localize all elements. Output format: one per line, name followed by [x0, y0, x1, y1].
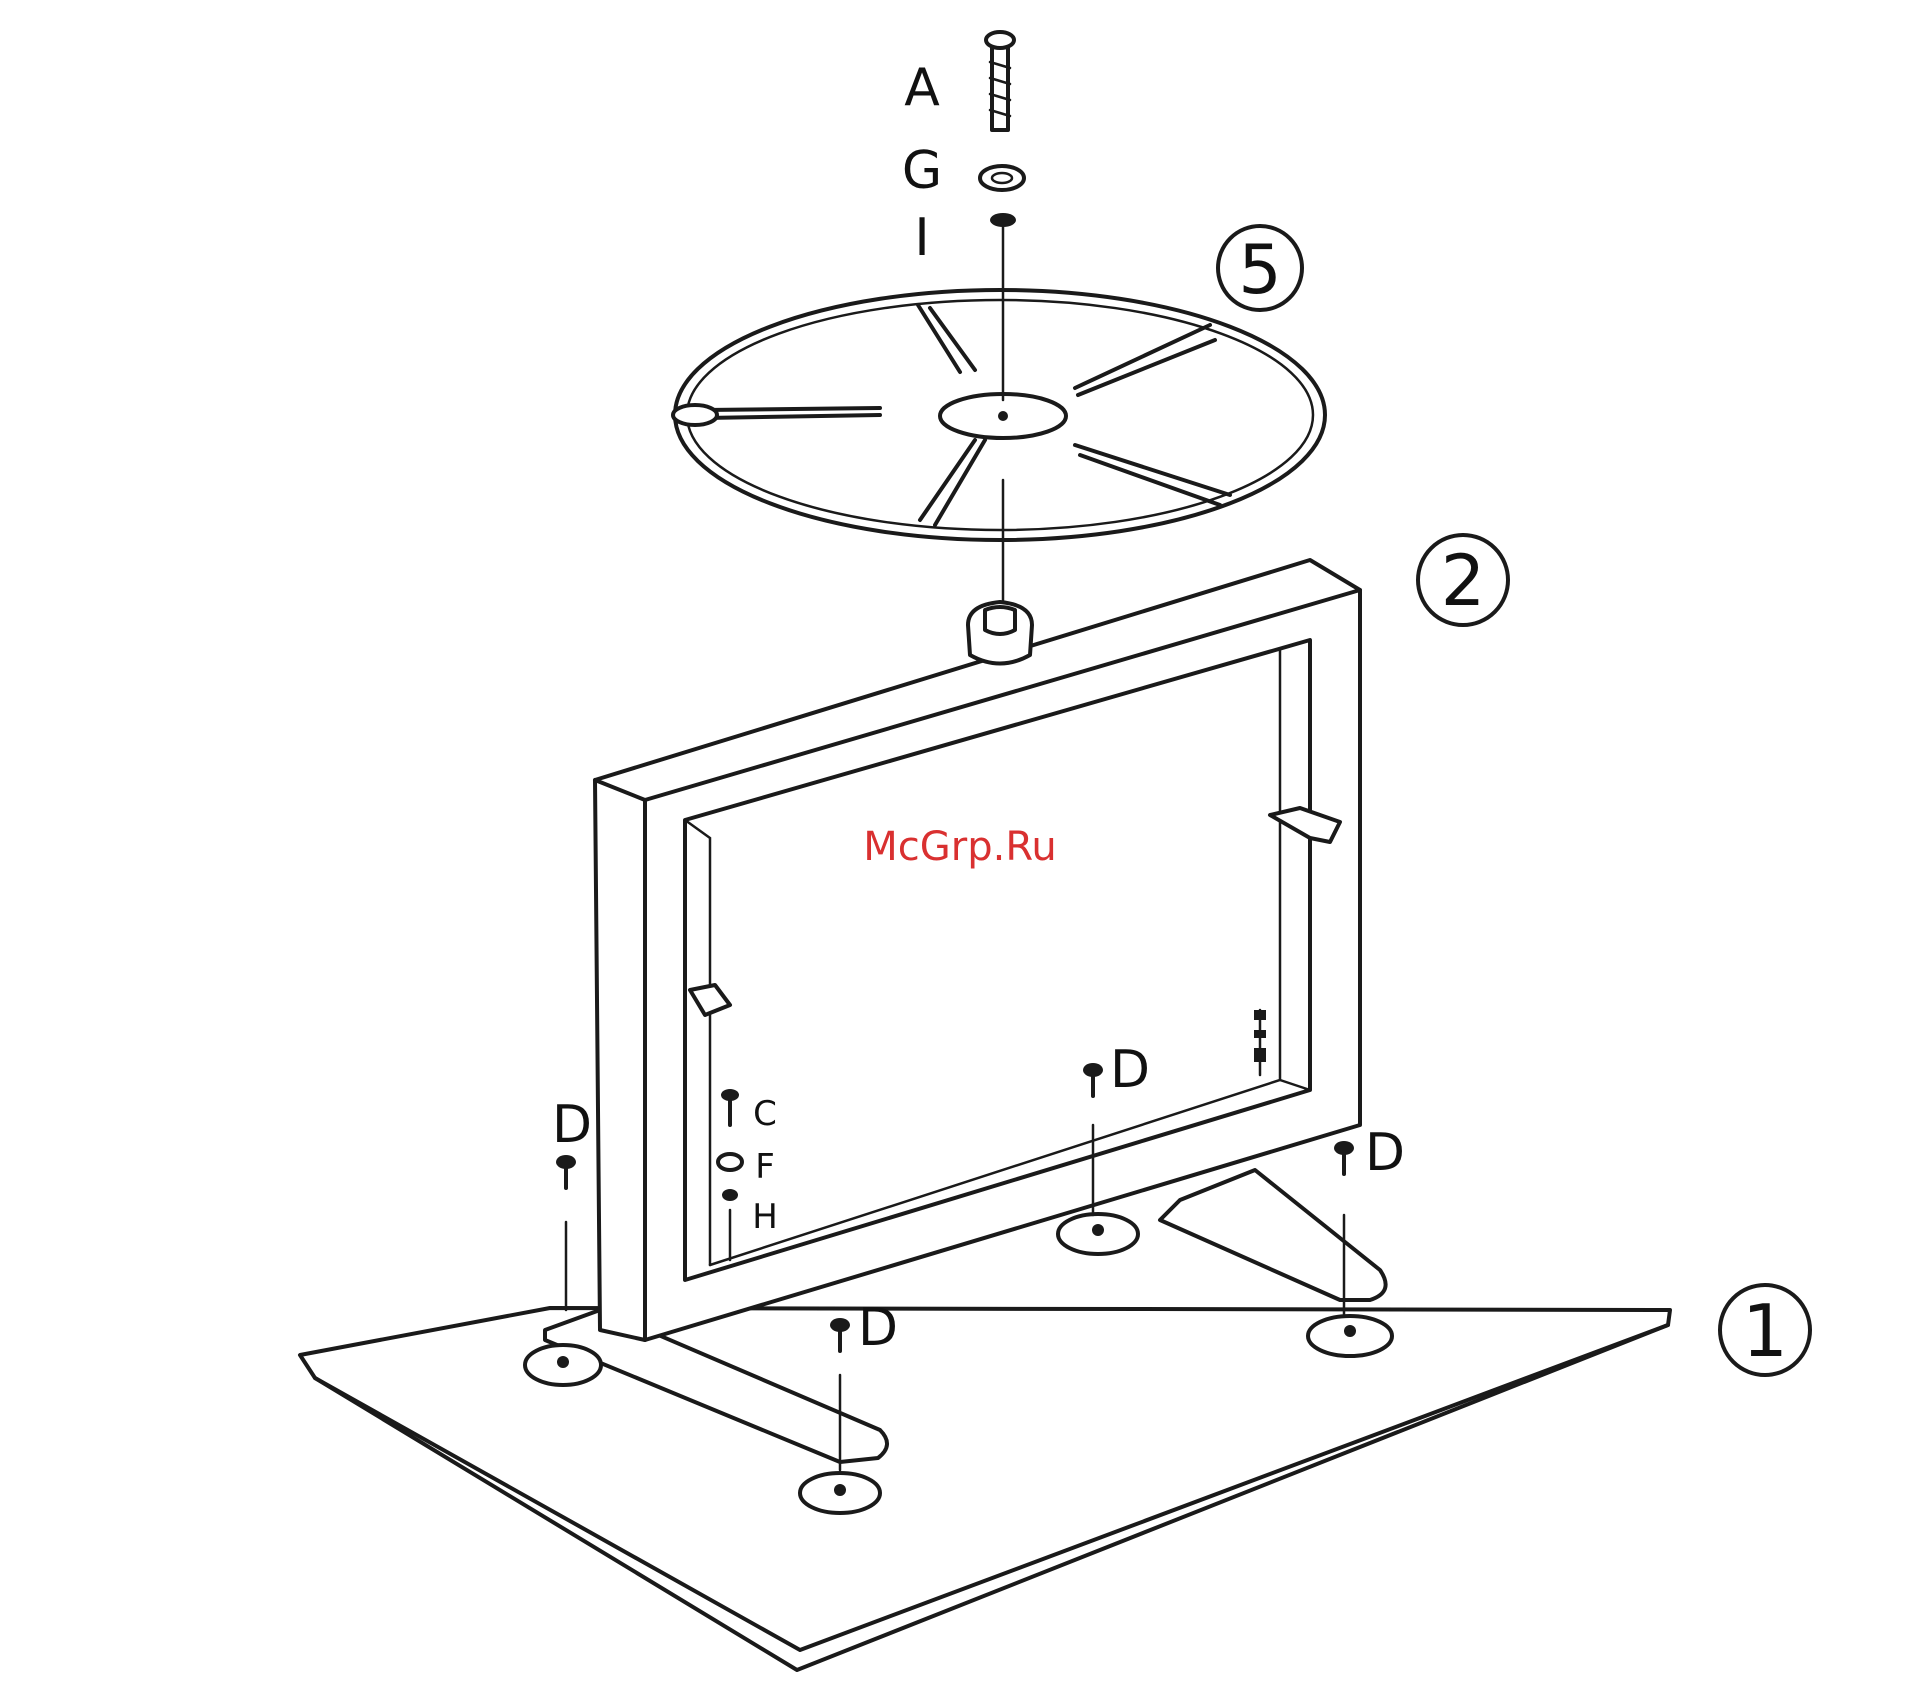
label-d-left: D: [552, 1095, 592, 1155]
screw-d-left-icon: [556, 1155, 576, 1310]
base-plate: [300, 1308, 1670, 1670]
top-washer-icon: [980, 166, 1024, 190]
callout-part-2: 2: [1418, 535, 1508, 625]
top-bolt-icon: [986, 32, 1014, 130]
label-a: A: [904, 58, 940, 118]
watermark-text: McGrp.Ru: [863, 824, 1056, 870]
label-d-front: D: [858, 1298, 898, 1358]
turntable-ring: [673, 290, 1325, 540]
label-c: C: [753, 1094, 777, 1134]
callout-part-5: 5: [1218, 226, 1302, 310]
label-f: F: [755, 1147, 775, 1187]
label-d-right: D: [1365, 1123, 1405, 1183]
label-g: G: [902, 141, 942, 201]
callout-part-1-label: 1: [1742, 1289, 1788, 1373]
label-h: H: [752, 1197, 778, 1237]
callout-part-1: 1: [1720, 1285, 1810, 1375]
callout-part-5-label: 5: [1238, 231, 1281, 310]
swivel-hub: [968, 602, 1032, 664]
callout-part-2-label: 2: [1441, 540, 1486, 622]
label-i: I: [914, 208, 929, 268]
top-nut-icon: [990, 213, 1016, 227]
label-d-center: D: [1110, 1040, 1150, 1100]
